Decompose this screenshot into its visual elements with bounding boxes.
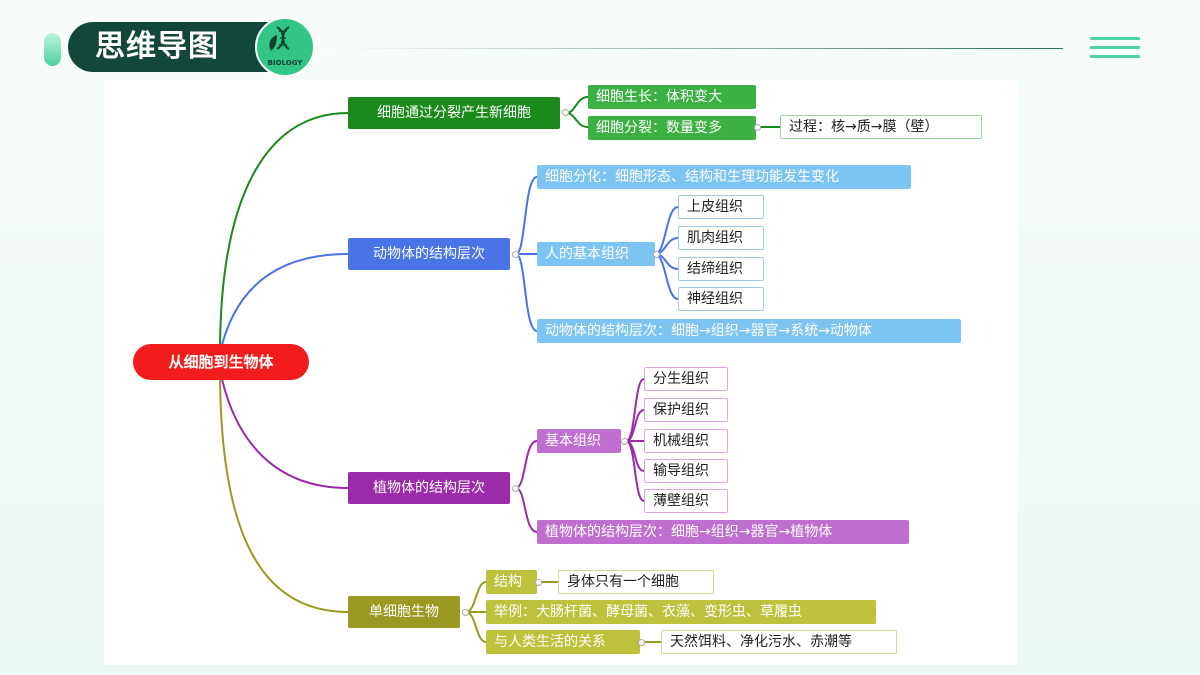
branch-node-plant-structure[interactable]: 植物体的结构层次 [348, 472, 510, 504]
link-b1-c2 [565, 112, 589, 128]
collapse-toggle[interactable] [562, 109, 569, 116]
hamburger-menu-icon[interactable] [1090, 37, 1140, 61]
topic-plant-hierarchy[interactable]: 植物体的结构层次：细胞→组织→器官→植物体 [537, 520, 909, 544]
collapse-toggle[interactable] [621, 438, 628, 445]
header-accent-bar [44, 33, 61, 66]
topic-single-cell-body[interactable]: 身体只有一个细胞 [558, 570, 714, 594]
topic-relation-detail[interactable]: 天然饵料、净化污水、赤潮等 [661, 630, 897, 654]
tissue-connective[interactable]: 结缔组织 [678, 257, 764, 281]
header-divider [318, 48, 1063, 49]
topic-plant-basic-tissues[interactable]: 基本组织 [537, 429, 621, 453]
tissue-mechanical[interactable]: 机械组织 [644, 429, 728, 453]
link-b3-c1 [515, 440, 538, 489]
link-b2-c1 [515, 176, 538, 255]
tissue-conducting[interactable]: 输导组织 [644, 459, 728, 483]
topic-examples[interactable]: 举例：大肠杆菌、酵母菌、衣藻、变形虫、草履虫 [486, 600, 876, 624]
topic-cell-division-count[interactable]: 细胞分裂：数量变多 [588, 116, 756, 140]
root-node[interactable]: 从细胞到生物体 [133, 344, 309, 380]
tissue-muscle[interactable]: 肌肉组织 [678, 226, 764, 250]
link-root-b2 [219, 253, 349, 354]
collapse-toggle[interactable] [535, 579, 542, 586]
tissue-protective[interactable]: 保护组织 [644, 398, 728, 422]
topic-human-tissues[interactable]: 人的基本组织 [537, 242, 655, 266]
collapse-toggle[interactable] [638, 639, 645, 646]
collapse-toggle[interactable] [754, 124, 761, 131]
dna-leaf-icon: BIOLOGY [255, 17, 315, 77]
link-b1-c1 [565, 96, 589, 114]
tissue-parenchyma[interactable]: 薄壁组织 [644, 489, 728, 513]
topic-division-process[interactable]: 过程：核→质→膜（壁） [780, 115, 982, 139]
tissue-nerve[interactable]: 神经组织 [678, 287, 764, 311]
link-b2-c3 [515, 253, 538, 332]
branch-node-unicellular[interactable]: 单细胞生物 [348, 596, 460, 628]
branch-node-cell-division[interactable]: 细胞通过分裂产生新细胞 [348, 97, 560, 129]
link-b3-t5 [625, 440, 645, 502]
link-b3-c2 [515, 487, 538, 533]
link-root-b1 [219, 112, 349, 354]
topic-cell-growth[interactable]: 细胞生长：体积变大 [588, 85, 756, 109]
mindmap-canvas: 从细胞到生物体 细胞通过分裂产生新细胞 细胞生长：体积变大 细胞分裂：数量变多 … [104, 80, 1018, 665]
collapse-toggle[interactable] [653, 251, 660, 258]
topic-animal-hierarchy[interactable]: 动物体的结构层次：细胞→组织→器官→系统→动物体 [537, 319, 961, 343]
link-b4-c1 [465, 581, 487, 613]
collapse-toggle[interactable] [512, 485, 519, 492]
link-root-b3 [219, 369, 349, 489]
topic-human-relation[interactable]: 与人类生活的关系 [486, 630, 640, 654]
collapse-toggle[interactable] [512, 251, 519, 258]
topic-cell-differentiation[interactable]: 细胞分化：细胞形态、结构和生理功能发生变化 [537, 165, 911, 189]
topic-structure[interactable]: 结构 [486, 570, 537, 594]
link-root-b4 [219, 369, 349, 613]
tissue-meristematic[interactable]: 分生组织 [644, 367, 728, 391]
badge-label: BIOLOGY [267, 59, 303, 67]
tissue-epithelial[interactable]: 上皮组织 [678, 195, 764, 219]
link-b4-c3 [465, 611, 487, 643]
page-title: 思维导图 [95, 29, 219, 64]
branch-node-animal-structure[interactable]: 动物体的结构层次 [348, 238, 510, 270]
collapse-toggle[interactable] [462, 609, 469, 616]
